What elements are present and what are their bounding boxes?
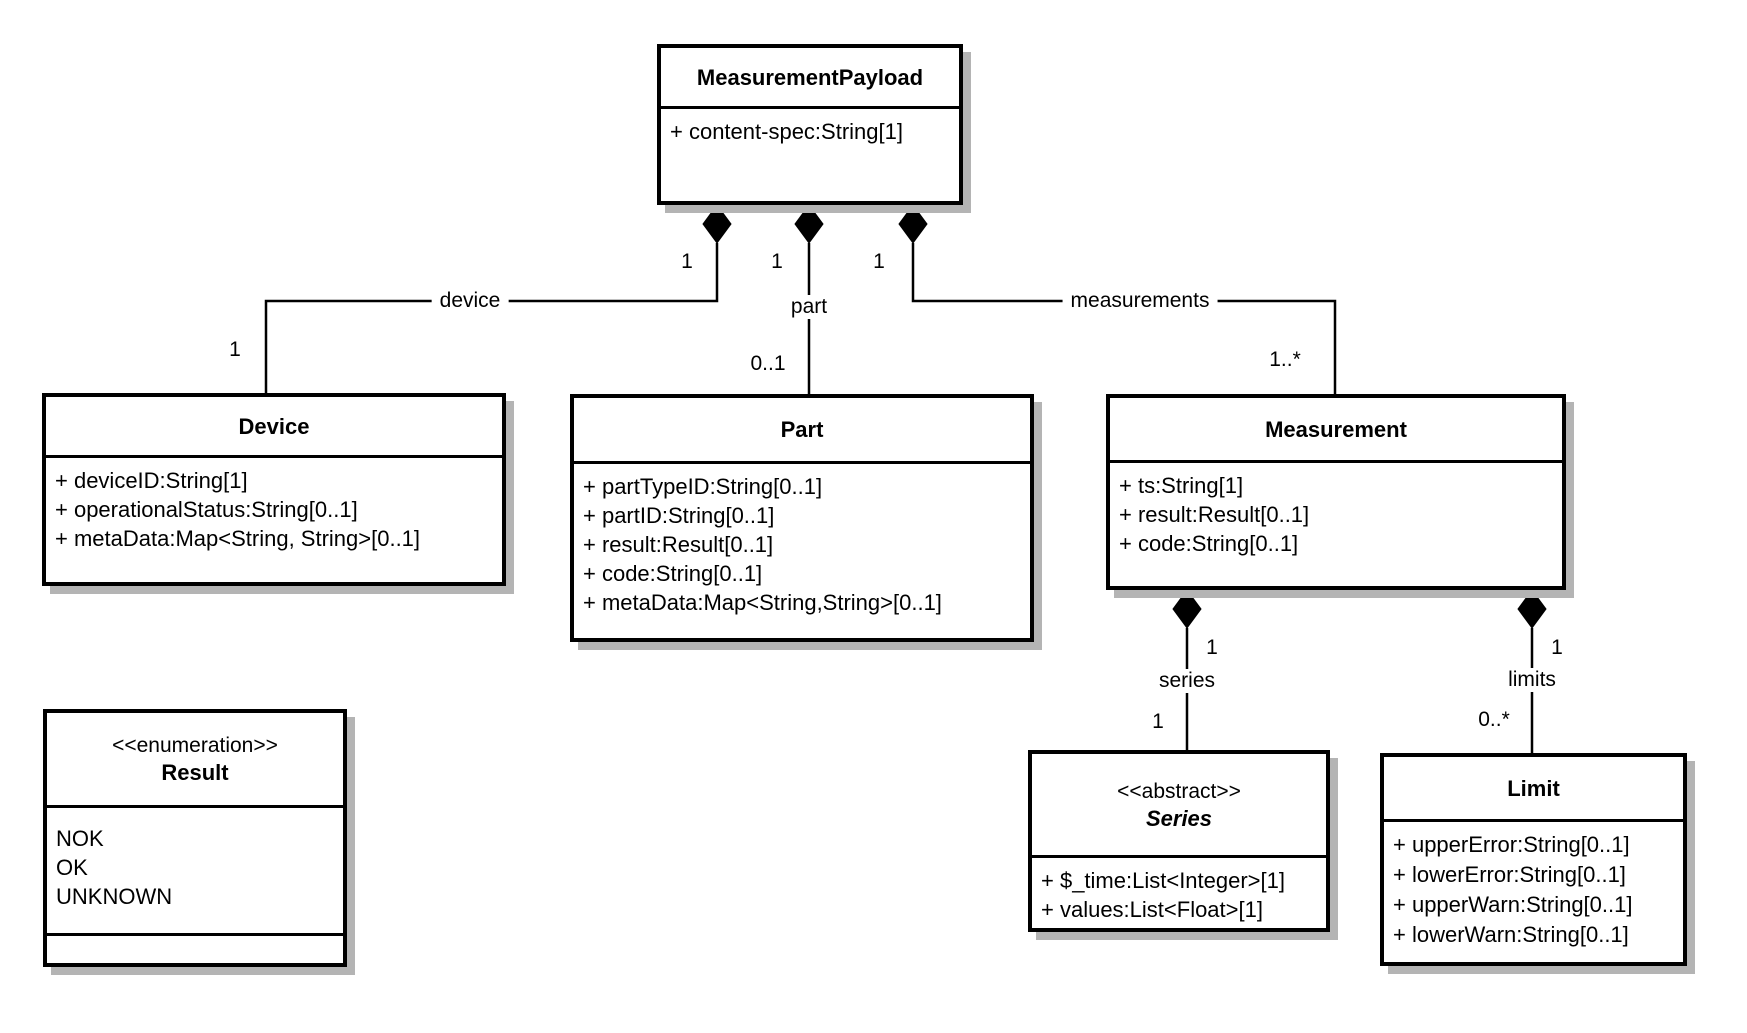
attribute-line: + code:String[0..1] xyxy=(583,561,763,586)
multiplicity-part-source: 1 xyxy=(771,250,783,273)
attribute-line: + partTypeID:String[0..1] xyxy=(583,474,823,499)
enum-literal: OK xyxy=(56,855,88,880)
class-title: <<abstract>> Series xyxy=(1032,754,1326,858)
class-name: Result xyxy=(161,760,229,785)
attribute-line: + ts:String[1] xyxy=(1119,473,1244,498)
class-title: Part xyxy=(574,398,1030,464)
attribute-line: + upperError:String[0..1] xyxy=(1393,832,1630,857)
class-title: <<enumeration>> Result xyxy=(47,713,343,808)
class-title: Device xyxy=(46,397,502,458)
association-device-line xyxy=(264,243,719,393)
attribute-line: + lowerError:String[0..1] xyxy=(1393,862,1626,887)
class-part: Part + partTypeID:String[0..1] + partID:… xyxy=(570,394,1034,642)
multiplicity-series-source: 1 xyxy=(1206,636,1218,659)
composition-diamond-icon xyxy=(898,204,928,244)
composition-diamond-icon xyxy=(702,204,732,244)
attribute-line: + metaData:Map<String,String>[0..1] xyxy=(583,590,942,615)
class-series-abstract: <<abstract>> Series + $_time:List<Intege… xyxy=(1028,750,1330,932)
attribute-line: + lowerWarn:String[0..1] xyxy=(1393,922,1629,947)
attribute-line: + $_time:List<Integer>[1] xyxy=(1041,868,1285,893)
multiplicity-measurements-target: 1..* xyxy=(1269,348,1301,371)
composition-diamond-icon xyxy=(1172,589,1202,629)
class-stereotype: <<abstract>> xyxy=(1117,779,1241,803)
class-device: Device + deviceID:String[1] + operationa… xyxy=(42,393,506,586)
attribute-line: + content-spec:String[1] xyxy=(670,119,903,144)
class-title: Measurement xyxy=(1110,398,1562,463)
association-part-label: part xyxy=(782,295,836,319)
class-limit: Limit + upperError:String[0..1] + lowerE… xyxy=(1380,753,1687,966)
class-result-enumeration: <<enumeration>> Result NOK OK UNKNOWN xyxy=(43,709,347,967)
enum-literal: NOK xyxy=(56,826,104,851)
attribute-line: + values:List<Float>[1] xyxy=(1041,897,1263,922)
attribute-line: + code:String[0..1] xyxy=(1119,531,1299,556)
association-limits-label: limits xyxy=(1500,668,1564,692)
attribute-line: + metaData:Map<String, String>[0..1] xyxy=(55,526,421,551)
class-stereotype: <<enumeration>> xyxy=(112,734,278,757)
attribute-line: + upperWarn:String[0..1] xyxy=(1393,892,1633,917)
class-title: Limit xyxy=(1384,757,1683,822)
multiplicity-part-target: 0..1 xyxy=(750,352,786,375)
attribute-line: + deviceID:String[1] xyxy=(55,468,248,493)
multiplicity-limits-source: 1 xyxy=(1551,636,1563,659)
multiplicity-limits-target: 0..* xyxy=(1478,708,1510,731)
attribute-line: + result:Result[0..1] xyxy=(1119,502,1310,527)
multiplicity-series-target: 1 xyxy=(1152,710,1164,733)
class-measurement-payload: MeasurementPayload + content-spec:String… xyxy=(657,44,963,205)
association-series-label: series xyxy=(1150,669,1224,693)
attribute-line: + operationalStatus:String[0..1] xyxy=(55,497,358,522)
multiplicity-device-target: 1 xyxy=(229,338,241,361)
association-device-label: device xyxy=(431,289,509,313)
composition-diamond-icon xyxy=(1517,589,1547,629)
class-measurement: Measurement + ts:String[1] + result:Resu… xyxy=(1106,394,1566,590)
composition-diamond-icon xyxy=(794,204,824,244)
class-title: MeasurementPayload xyxy=(661,48,959,109)
attribute-line: + partID:String[0..1] xyxy=(583,503,775,528)
enum-literal: UNKNOWN xyxy=(56,884,173,909)
multiplicity-measurements-source: 1 xyxy=(873,250,885,273)
attribute-line: + result:Result[0..1] xyxy=(583,532,774,557)
association-measurements-label: measurements xyxy=(1062,289,1218,313)
class-name: Series xyxy=(1145,805,1213,831)
multiplicity-device-source: 1 xyxy=(681,250,693,273)
empty-compartment xyxy=(47,936,343,963)
